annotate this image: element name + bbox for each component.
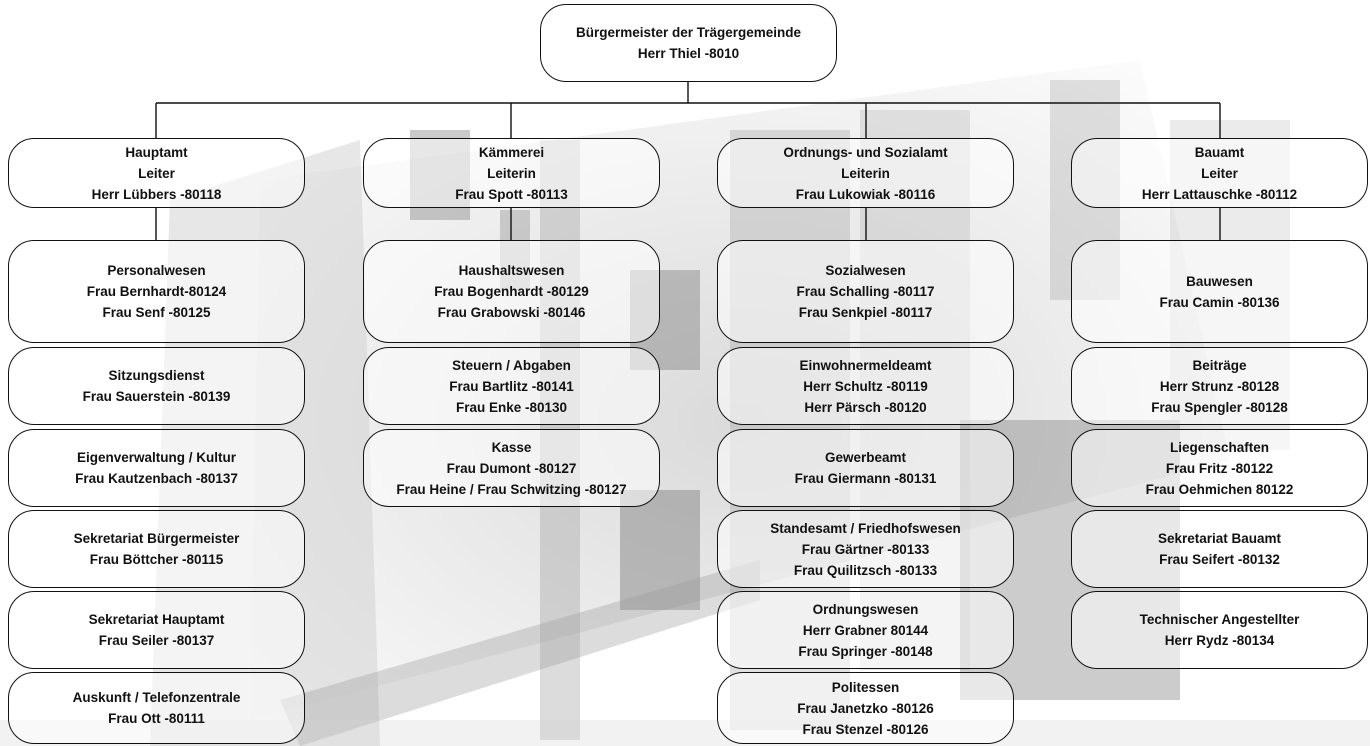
department-name: Hauptamt [125, 144, 188, 160]
unit-title: Steuern / Abgaben [452, 357, 571, 373]
unit-title: Beiträge [1192, 357, 1247, 373]
unit-person: Frau Enke -80130 [455, 399, 568, 415]
unit-person: Frau Spengler -80128 [1151, 399, 1288, 415]
department-role: Leiterin [841, 165, 890, 181]
unit-person: Frau Bartlitz -80141 [449, 378, 574, 394]
department-role: Leiter [138, 165, 175, 181]
unit-person: Frau Janetzko -80126 [797, 700, 934, 716]
unit-sekretariat-hauptamt: Sekretariat Hauptamt Frau Seiler -80137 [8, 591, 305, 669]
mayor-box: Bürgermeister der Trägergemeinde Herr Th… [540, 4, 837, 82]
department-person: Herr Lübbers -80118 [91, 186, 222, 202]
unit-title: Gewerbeamt [824, 450, 907, 465]
unit-person: Frau Seiler -80137 [98, 633, 215, 648]
unit-politessen: Politessen Frau Janetzko -80126 Frau Ste… [717, 672, 1014, 744]
unit-title: Sekretariat Bauamt [1157, 531, 1282, 546]
unit-person: Frau Dumont -80127 [446, 460, 577, 476]
unit-person: Frau Heine / Frau Schwitzing -80127 [396, 481, 627, 497]
unit-person: Frau Kautzenbach -80137 [75, 471, 238, 486]
unit-title: Liegenschaften [1169, 439, 1270, 455]
unit-person: Frau Camin -80136 [1159, 294, 1280, 310]
unit-title: Personalwesen [107, 263, 206, 278]
unit-title: Auskunft / Telefonzentrale [72, 690, 241, 705]
unit-person: Frau Seifert -80132 [1159, 552, 1280, 567]
unit-gewerbeamt: Gewerbeamt Frau Giermann -80131 [717, 429, 1014, 507]
unit-auskunft-telefonzentrale: Auskunft / Telefonzentrale Frau Ott -801… [8, 672, 305, 744]
department-role: Leiterin [487, 165, 536, 181]
unit-person: Herr Pärsch -80120 [804, 399, 927, 415]
department-person: Frau Lukowiak -80116 [795, 186, 936, 202]
unit-title: Einwohnermeldeamt [799, 357, 932, 373]
unit-person: Frau Ott -80111 [108, 711, 205, 726]
department-role: Leiter [1201, 165, 1238, 181]
unit-technischer-angestellter: Technischer Angestellter Herr Rydz -8013… [1071, 591, 1368, 669]
unit-steuern-abgaben: Steuern / Abgaben Frau Bartlitz -80141 F… [363, 347, 660, 425]
unit-title: Standesamt / Friedhofswesen [770, 520, 961, 536]
department-name: Bauamt [1194, 144, 1245, 160]
unit-person: Frau Schalling -80117 [796, 284, 935, 299]
unit-person: Frau Stenzel -80126 [802, 721, 929, 737]
unit-person: Herr Strunz -80128 [1159, 378, 1280, 394]
department-name: Kämmerei [478, 144, 545, 160]
unit-title: Sitzungsdienst [108, 368, 205, 383]
unit-person: Frau Senkpiel -80117 [798, 305, 933, 320]
unit-title: Sozialwesen [825, 263, 906, 278]
unit-person: Frau Springer -80148 [798, 643, 933, 659]
unit-standesamt-friedhofswesen: Standesamt / Friedhofswesen Frau Gärtner… [717, 510, 1014, 588]
mayor-title: Bürgermeister der Trägergemeinde [575, 25, 802, 40]
unit-sitzungsdienst: Sitzungsdienst Frau Sauerstein -80139 [8, 347, 305, 425]
unit-person: Frau Böttcher -80115 [89, 552, 224, 567]
unit-person: Frau Bogenhardt -80129 [434, 284, 589, 299]
unit-liegenschaften: Liegenschaften Frau Fritz -80122 Frau Oe… [1071, 429, 1368, 507]
unit-person: Frau Gärtner -80133 [801, 541, 930, 557]
unit-person: Herr Grabner 80144 [802, 622, 929, 638]
unit-title: Politessen [831, 679, 900, 695]
department-name: Ordnungs- und Sozialamt [783, 144, 948, 160]
unit-person: Frau Fritz -80122 [1165, 460, 1274, 476]
unit-title: Sekretariat Hauptamt [88, 612, 225, 627]
unit-person: Frau Bernhardt-80124 [86, 284, 227, 299]
department-person: Herr Lattauschke -80112 [1141, 186, 1298, 202]
unit-person: Frau Quilitzsch -80133 [793, 562, 938, 578]
unit-kasse: Kasse Frau Dumont -80127 Frau Heine / Fr… [363, 429, 660, 507]
unit-eigenverwaltung-kultur: Eigenverwaltung / Kultur Frau Kautzenbac… [8, 429, 305, 507]
unit-person: Frau Giermann -80131 [794, 471, 937, 486]
unit-person: Frau Sauerstein -80139 [82, 389, 231, 404]
department-head-kaemmerei: Kämmerei Leiterin Frau Spott -80113 [363, 138, 660, 208]
unit-sekretariat-buergermeister: Sekretariat Bürgermeister Frau Böttcher … [8, 510, 305, 588]
unit-title: Bauwesen [1186, 273, 1253, 289]
unit-person: Herr Schultz -80119 [803, 378, 928, 394]
unit-title: Ordnungswesen [812, 601, 919, 617]
department-head-ordnungs-und-sozialamt: Ordnungs- und Sozialamt Leiterin Frau Lu… [717, 138, 1014, 208]
unit-einwohnermeldeamt: Einwohnermeldeamt Herr Schultz -80119 He… [717, 347, 1014, 425]
unit-bauwesen: Bauwesen Frau Camin -80136 [1071, 240, 1368, 343]
unit-title: Sekretariat Bürgermeister [73, 531, 240, 546]
unit-beitraege: Beiträge Herr Strunz -80128 Frau Spengle… [1071, 347, 1368, 425]
unit-title: Technischer Angestellter [1139, 612, 1300, 627]
department-person: Frau Spott -80113 [455, 186, 568, 202]
unit-person: Frau Senf -80125 [102, 305, 211, 320]
unit-title: Kasse [491, 439, 532, 455]
unit-person: Herr Rydz -80134 [1164, 633, 1275, 648]
unit-person: Frau Grabowski -80146 [437, 305, 586, 320]
department-head-hauptamt: Hauptamt Leiter Herr Lübbers -80118 [8, 138, 305, 208]
mayor-person: Herr Thiel -8010 [637, 46, 740, 61]
unit-sekretariat-bauamt: Sekretariat Bauamt Frau Seifert -80132 [1071, 510, 1368, 588]
unit-title: Haushaltswesen [458, 263, 565, 278]
unit-sozialwesen: Sozialwesen Frau Schalling -80117 Frau S… [717, 240, 1014, 343]
unit-ordnungswesen: Ordnungswesen Herr Grabner 80144 Frau Sp… [717, 591, 1014, 669]
unit-personalwesen: Personalwesen Frau Bernhardt-80124 Frau … [8, 240, 305, 343]
unit-haushaltswesen: Haushaltswesen Frau Bogenhardt -80129 Fr… [363, 240, 660, 343]
unit-title: Eigenverwaltung / Kultur [76, 450, 236, 465]
department-head-bauamt: Bauamt Leiter Herr Lattauschke -80112 [1071, 138, 1368, 208]
unit-person: Frau Oehmichen 80122 [1145, 481, 1294, 497]
